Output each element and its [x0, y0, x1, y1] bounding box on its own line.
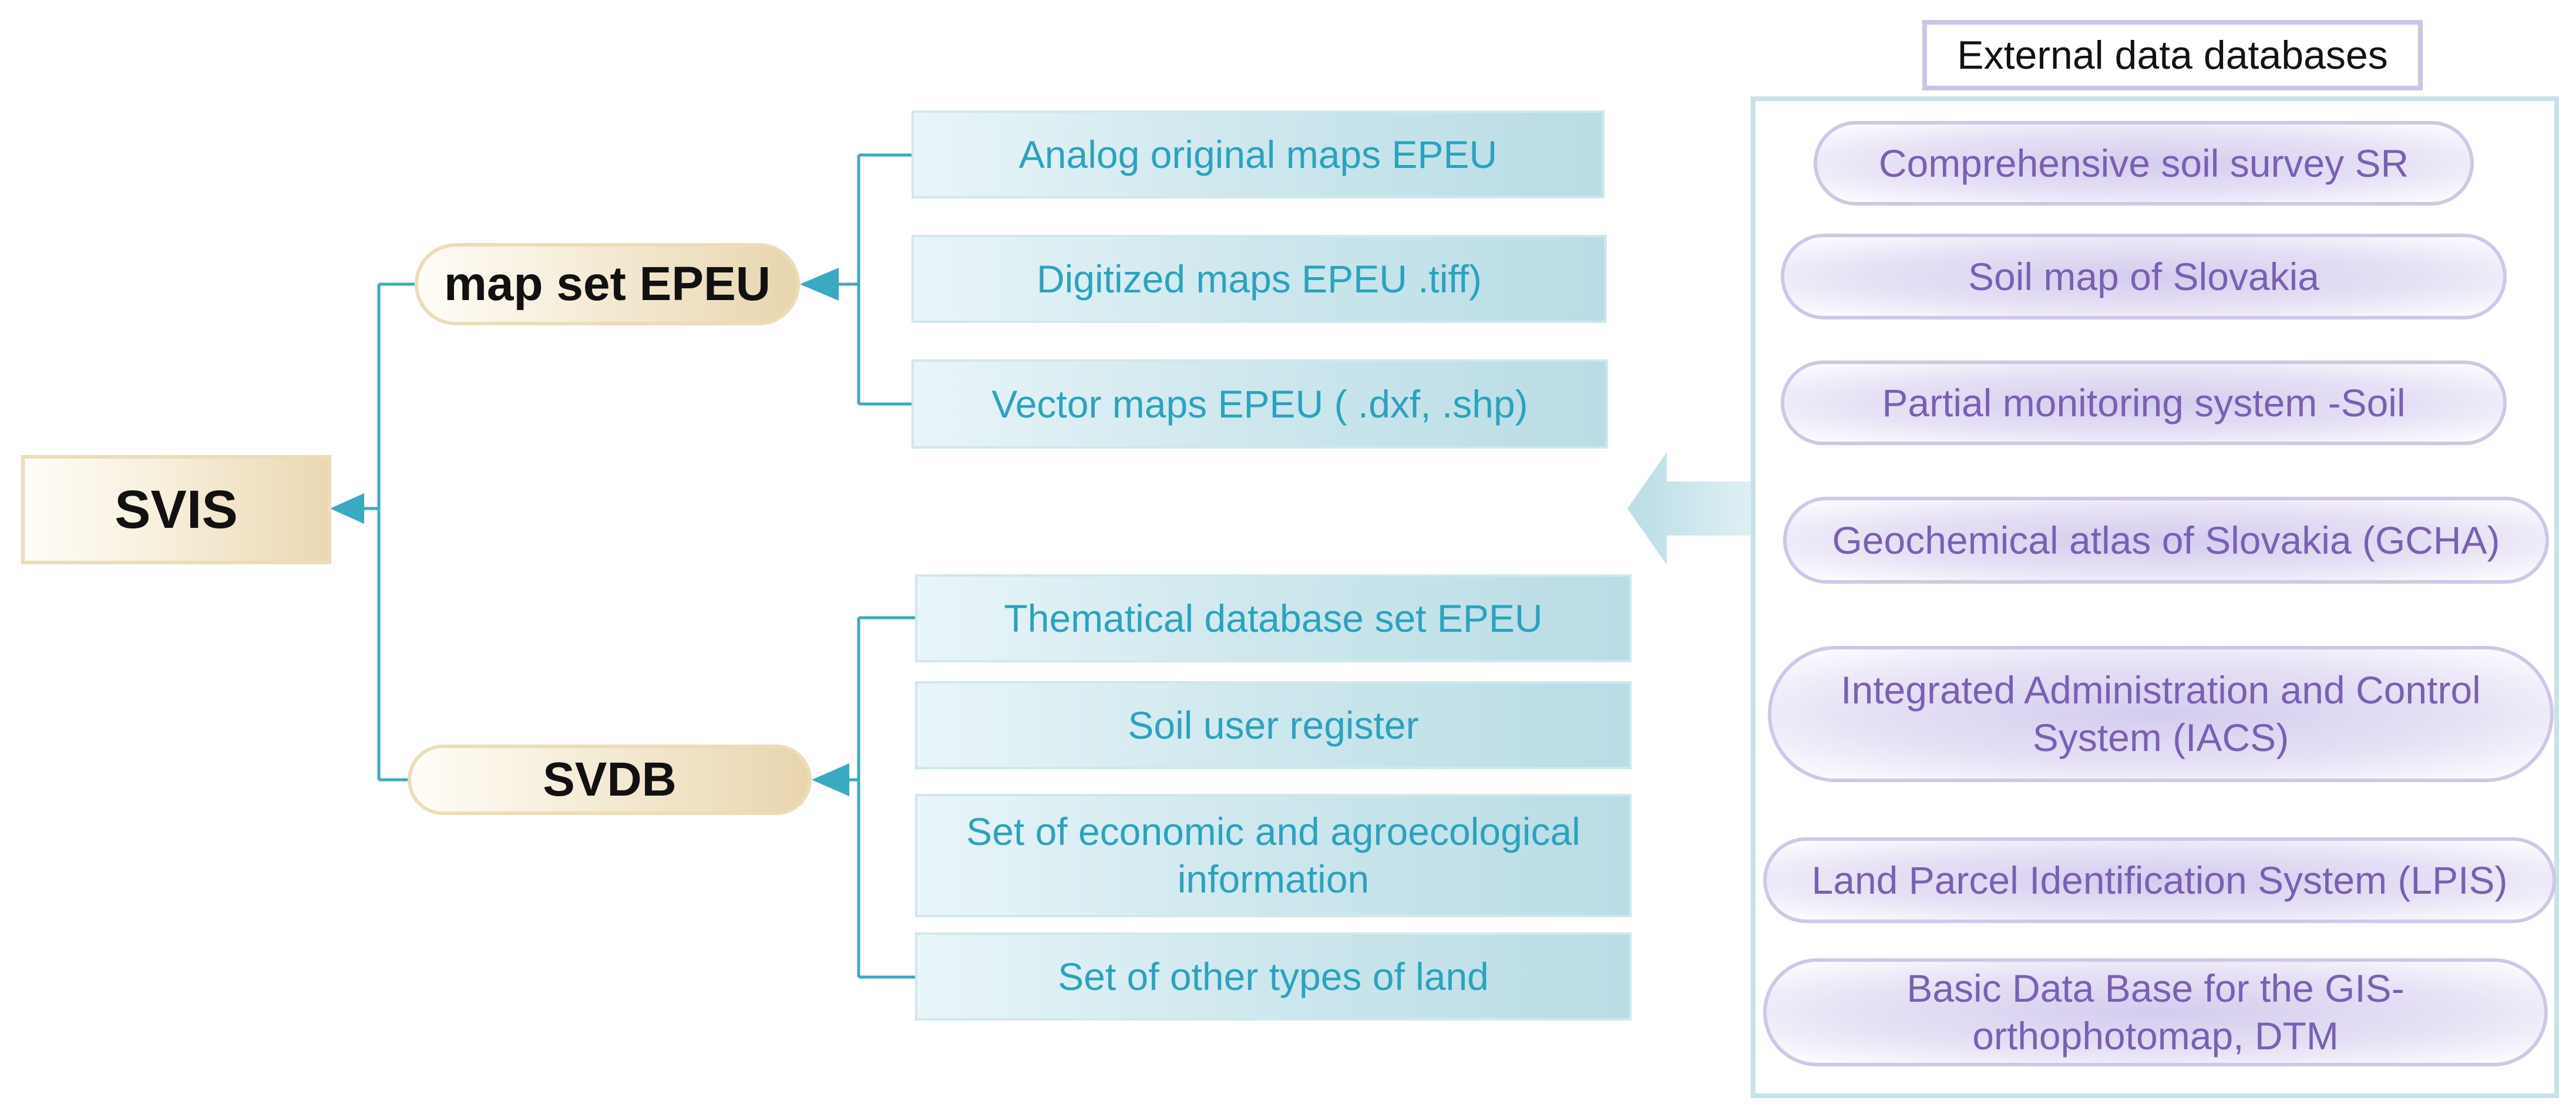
geochemical-atlas-pill: Geochemical atlas of Slovakia (GCHA)	[1783, 497, 2549, 584]
analog-original-maps-box: Analog original maps EPEU	[912, 110, 1605, 198]
vector-maps-box: Vector maps EPEU ( .dxf, .shp)	[912, 359, 1608, 449]
arrowhead-mapset	[800, 268, 839, 301]
partial-monitoring-system-pill: Partial monitoring system -Soil	[1781, 361, 2507, 445]
comprehensive-soil-survey-pill: Comprehensive soil survey SR	[1814, 121, 2474, 206]
iacs-pill: Integrated Administration and Control Sy…	[1768, 646, 2554, 782]
map-set-epeu-node: map set EPEU	[415, 243, 800, 325]
digitized-maps-box: Digitized maps EPEU .tiff)	[912, 235, 1607, 323]
svdb-node: SVDB	[408, 745, 812, 815]
arrowhead-root	[330, 493, 364, 524]
arrowhead-svdb	[812, 763, 849, 796]
lpis-pill: Land Parcel Identification System (LPIS)	[1763, 837, 2556, 923]
svis-root-node: SVIS	[21, 455, 331, 564]
basic-data-base-gis-pill: Basic Data Base for the GIS-orthophotoma…	[1763, 958, 2548, 1066]
soil-map-slovakia-pill: Soil map of Slovakia	[1781, 234, 2507, 319]
economic-agroecological-info-box: Set of economic and agroecological infor…	[915, 794, 1632, 917]
thematical-database-box: Thematical database set EPEU	[915, 574, 1632, 662]
external-feed-arrow	[1627, 452, 1751, 565]
other-types-of-land-box: Set of other types of land	[915, 932, 1632, 1021]
external-databases-title: External data databases	[1922, 20, 2423, 90]
soil-user-register-box: Soil user register	[915, 681, 1632, 769]
